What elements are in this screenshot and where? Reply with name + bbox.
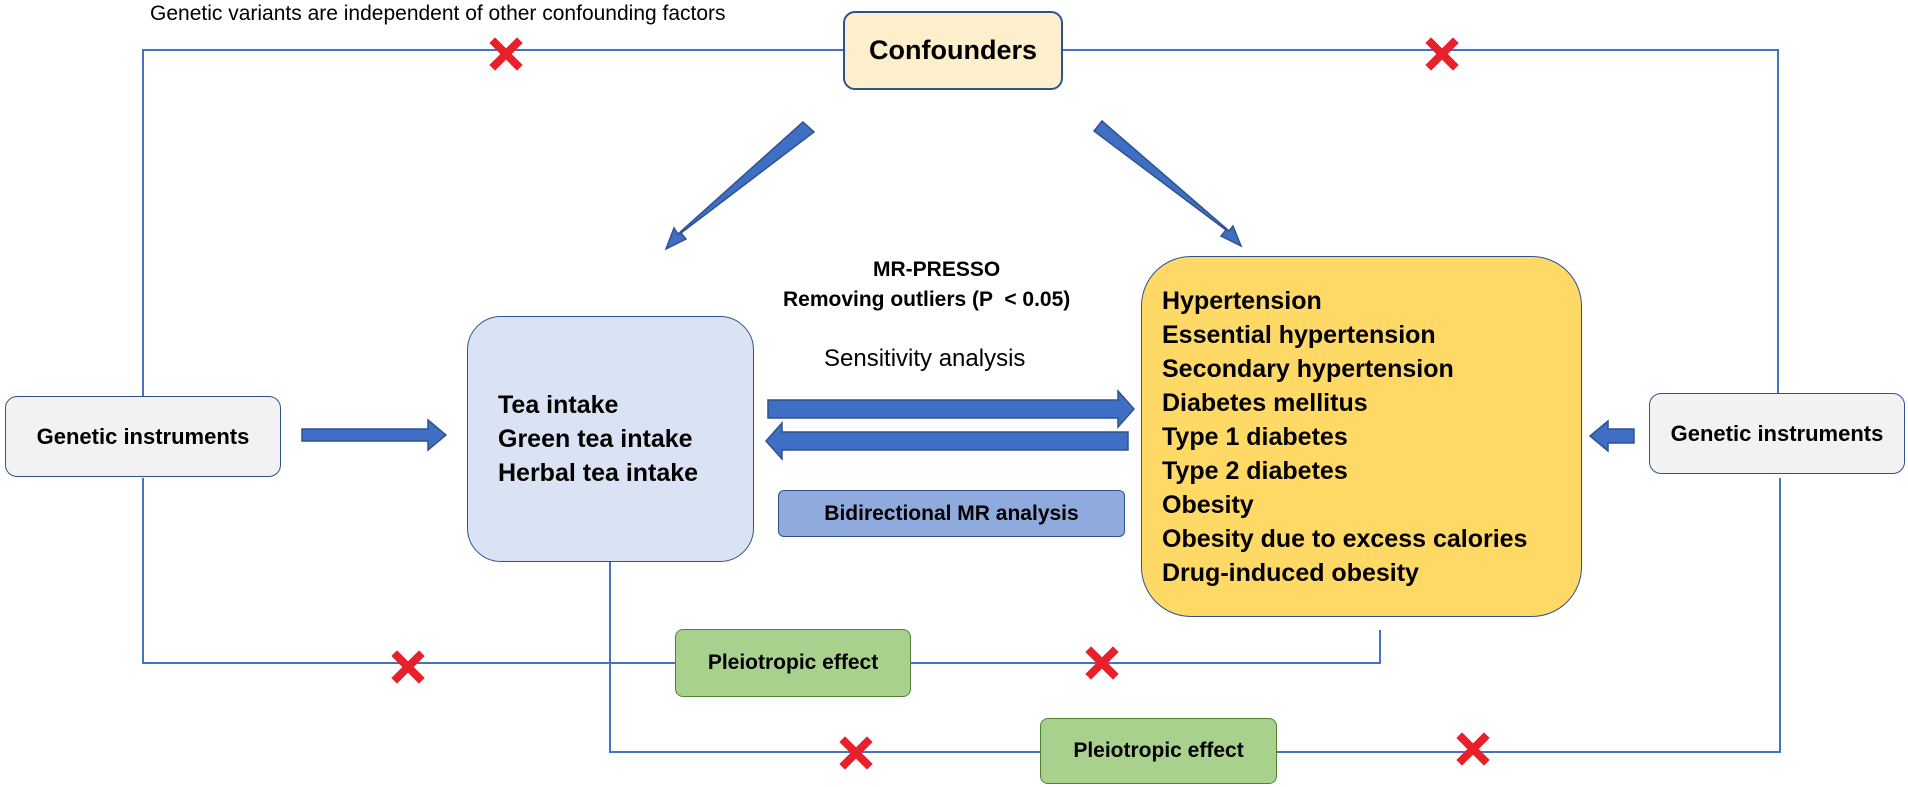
left-genetic-instruments-box: Genetic instruments bbox=[5, 396, 281, 477]
x-mark-icon bbox=[1085, 646, 1119, 680]
arrow-right-instruments-to-outcome bbox=[1588, 419, 1635, 453]
left-instruments-label: Genetic instruments bbox=[36, 423, 250, 449]
outcome-item: Essential hypertension bbox=[1162, 320, 1436, 349]
outcome-item: Drug-induced obesity bbox=[1162, 558, 1419, 587]
header-note: Genetic variants are independent of othe… bbox=[150, 2, 726, 25]
pleiotropic-lower-label: Pleiotropic effect bbox=[1073, 739, 1244, 762]
right-genetic-instruments-box: Genetic instruments bbox=[1649, 393, 1905, 474]
pleiotropic-effect-box-lower: Pleiotropic effect bbox=[1040, 718, 1277, 784]
arrow-outcome-to-exposure bbox=[764, 421, 1129, 461]
outcome-item: Diabetes mellitus bbox=[1162, 388, 1368, 417]
outcome-item: Secondary hypertension bbox=[1162, 354, 1454, 383]
arrow-confounders-to-exposure bbox=[664, 120, 816, 251]
connector-left-top bbox=[142, 49, 843, 398]
outcome-box: Hypertension Essential hypertension Seco… bbox=[1141, 256, 1582, 617]
exposure-item: Herbal tea intake bbox=[498, 459, 699, 487]
sensitivity-analysis-label: Sensitivity analysis bbox=[824, 345, 1026, 372]
connector-right-pleiotropy bbox=[1277, 478, 1781, 753]
bidirectional-label: Bidirectional MR analysis bbox=[824, 501, 1079, 525]
outcome-item: Hypertension bbox=[1162, 286, 1322, 315]
pleiotropic-effect-box-upper: Pleiotropic effect bbox=[675, 629, 911, 697]
outcome-item: Obesity due to excess calories bbox=[1162, 524, 1528, 553]
arrow-confounders-to-outcome bbox=[1092, 119, 1243, 248]
arrow-left-instruments-to-exposure bbox=[301, 418, 448, 452]
arrow-exposure-to-outcome bbox=[767, 389, 1136, 429]
x-mark-icon bbox=[1425, 37, 1459, 71]
mr-presso-title: MR-PRESSO bbox=[873, 258, 1001, 281]
connector-left-pleiotropy bbox=[142, 478, 675, 664]
bidirectional-mr-box: Bidirectional MR analysis bbox=[778, 490, 1125, 537]
right-instruments-label: Genetic instruments bbox=[1670, 420, 1884, 446]
pleiotropic-upper-label: Pleiotropic effect bbox=[707, 651, 879, 674]
x-mark-icon bbox=[391, 650, 425, 684]
mr-presso-detail: Removing outliers (P < 0.05) bbox=[783, 288, 1071, 311]
outcome-item: Type 2 diabetes bbox=[1162, 456, 1348, 485]
outcome-item: Type 1 diabetes bbox=[1162, 422, 1348, 451]
outcome-item: Obesity bbox=[1162, 490, 1254, 519]
exposure-item: Green tea intake bbox=[498, 425, 693, 453]
x-mark-icon bbox=[1456, 732, 1490, 766]
confounders-label: Confounders bbox=[869, 35, 1037, 65]
exposure-box: Tea intake Green tea intake Herbal tea i… bbox=[467, 316, 754, 562]
exposure-item: Tea intake bbox=[498, 391, 619, 419]
connector-outcome-pleiotropy bbox=[911, 630, 1381, 664]
connector-right-top bbox=[1063, 49, 1779, 398]
connector-exposure-pleiotropy bbox=[609, 562, 1040, 753]
x-mark-icon bbox=[839, 736, 873, 770]
x-mark-icon bbox=[489, 37, 523, 71]
confounders-box: Confounders bbox=[843, 11, 1063, 90]
